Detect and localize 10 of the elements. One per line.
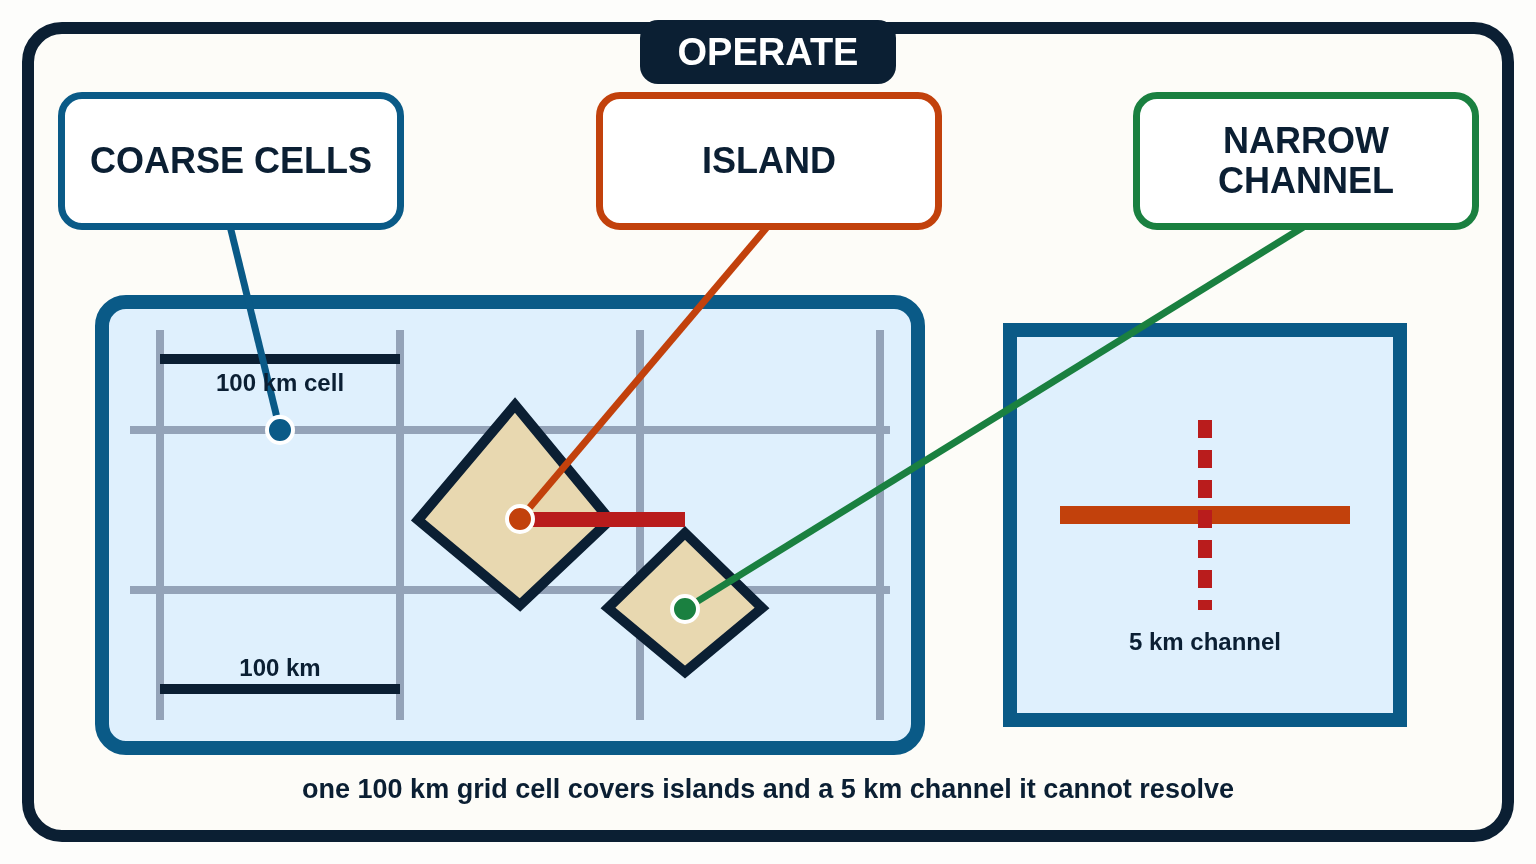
callout-box — [1133, 92, 1479, 230]
callout-box — [596, 92, 942, 230]
scale-label: 100 km — [239, 654, 321, 682]
callout-label: ISLAND — [701, 141, 837, 181]
callout-box — [58, 92, 404, 230]
callout-label: COARSE CELLS — [89, 141, 373, 181]
callout-label: NARROW CHANNEL — [1217, 121, 1395, 201]
scale-label: 5 km channel — [1128, 628, 1282, 656]
caption: one 100 km grid cell covers islands and a 5 km channel it cannot resolve — [302, 774, 1234, 805]
title-tab: OPERATE — [640, 20, 896, 84]
